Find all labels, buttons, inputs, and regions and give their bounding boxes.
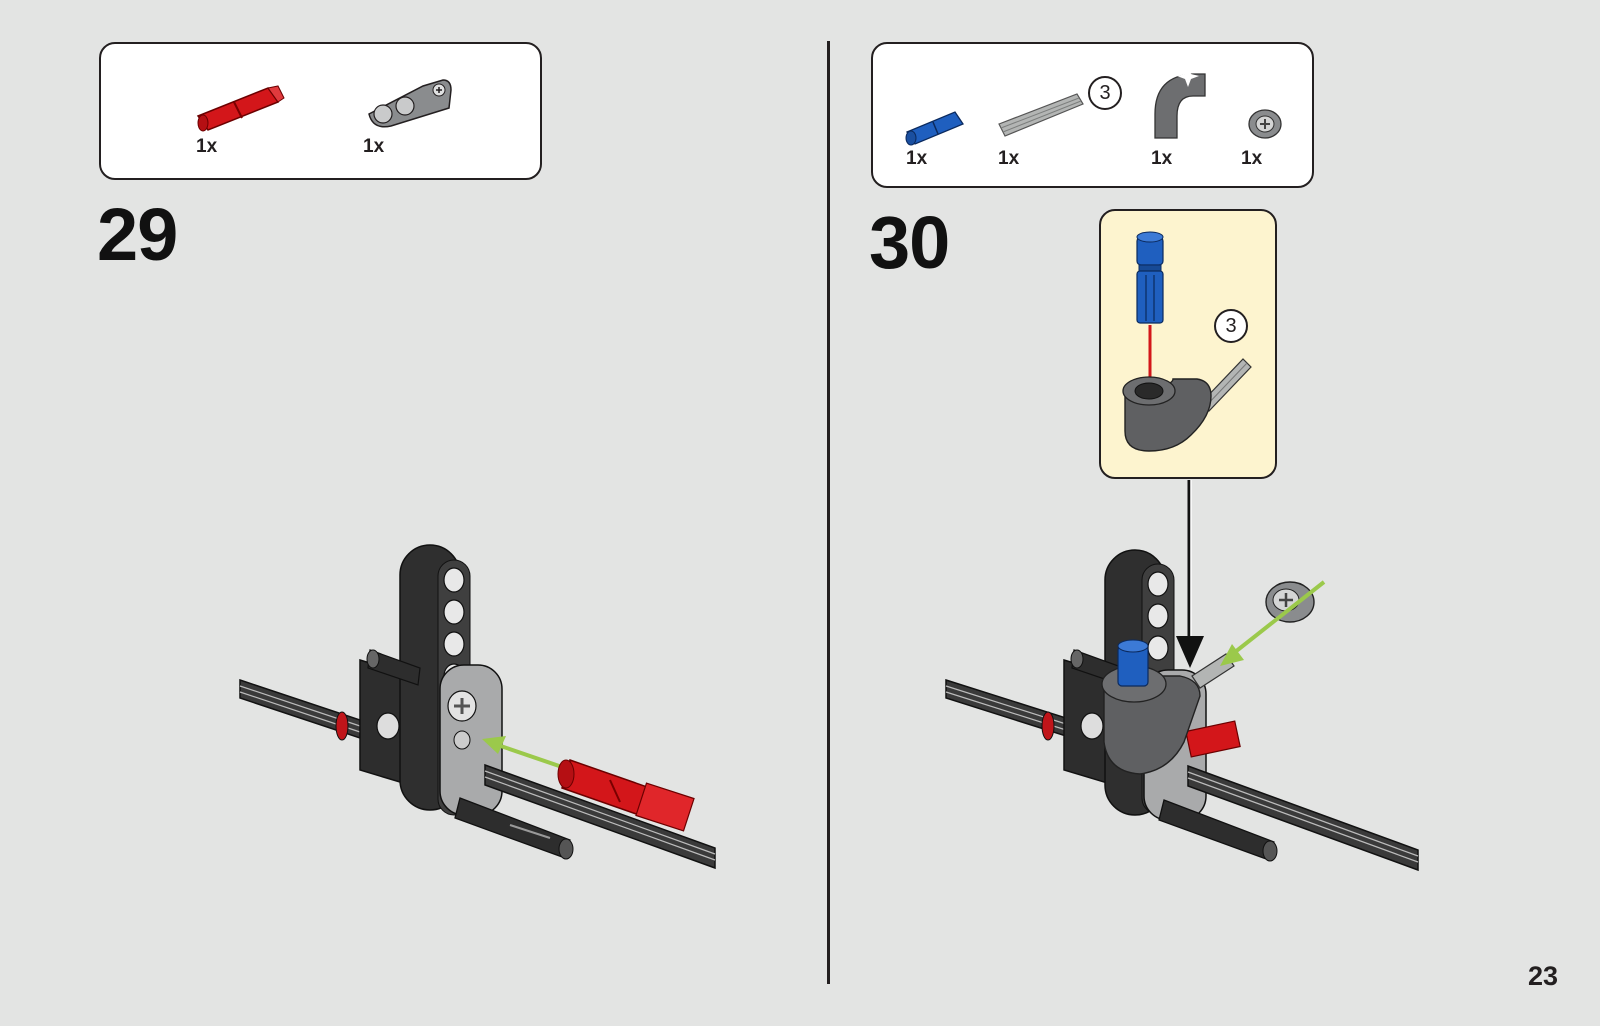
blue-axle-pin-icon [903,102,973,152]
red-axle-pin-icon [194,78,294,138]
bush-icon [1245,104,1285,144]
step-29-assembly-illustration [230,540,730,900]
qty-label: 1x [1151,148,1172,170]
axle-length-badge: 3 [1214,309,1248,343]
beam-holes [1148,572,1168,660]
qty-label: 1x [906,148,927,170]
curved-connector-icon [1143,62,1223,142]
step-number: 29 [97,192,177,277]
sub-assembly-illustration [1101,211,1279,481]
step-30-assembly-illustration [930,480,1450,900]
step-30-parts-box: 1x 3 1x 1x 1x [871,42,1314,188]
sub-assembly-callout: 3 [1099,209,1277,479]
step-number: 30 [869,200,949,285]
qty-label: 1x [1241,148,1262,170]
qty-label: 1x [363,136,384,158]
axle-length-badge: 3 [1088,76,1122,110]
step-divider [827,41,830,984]
grey-axle-3-icon [995,88,1095,148]
grey-connector-icon [361,68,461,128]
page-number: 23 [1528,961,1558,992]
bush [1266,582,1314,622]
qty-label: 1x [196,136,217,158]
step-29-parts-box: 1x 1x [99,42,542,180]
qty-label: 1x [998,148,1019,170]
